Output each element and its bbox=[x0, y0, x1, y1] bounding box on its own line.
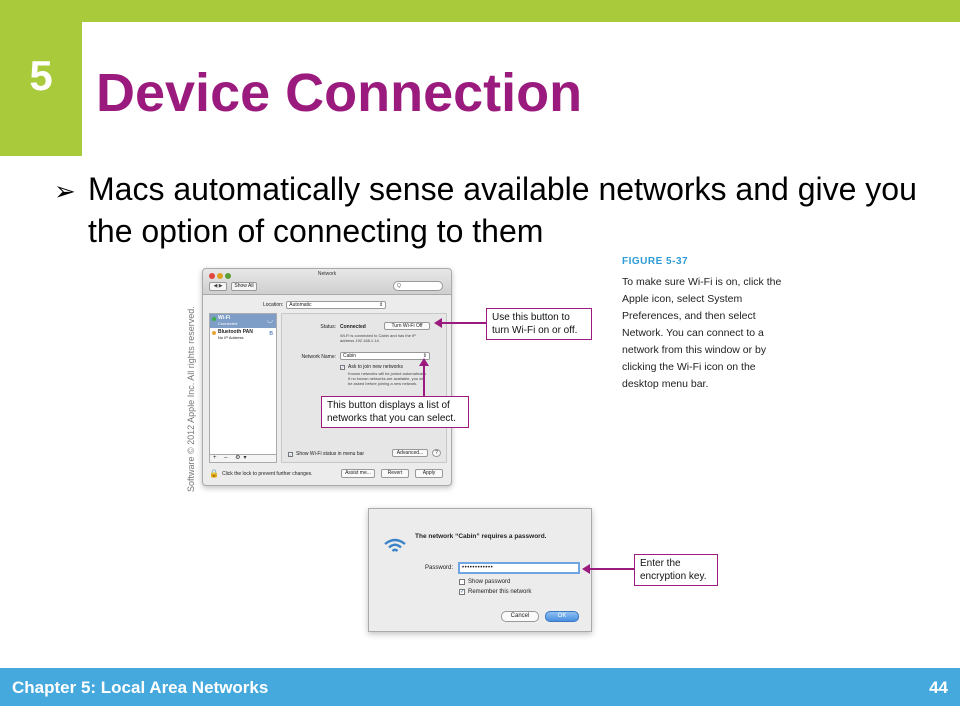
show-password-label: Show password bbox=[468, 579, 511, 585]
callout-arrow-line bbox=[440, 322, 488, 324]
window-title: Network bbox=[317, 271, 337, 277]
callout-arrowhead-icon bbox=[434, 318, 442, 328]
bluetooth-icon: ʙ bbox=[269, 330, 273, 337]
show-status-label: Show Wi-Fi status in menu bar bbox=[296, 451, 365, 457]
zoom-window-button[interactable] bbox=[225, 273, 231, 279]
show-password-checkbox[interactable] bbox=[459, 579, 465, 585]
remember-network-checkbox[interactable]: ✓ bbox=[459, 589, 465, 595]
ask-join-note: Known networks will be joined automatica… bbox=[348, 371, 427, 386]
remember-network-label: Remember this network bbox=[468, 589, 532, 595]
location-row: Location: Automatic ⇕ bbox=[263, 301, 387, 309]
location-select[interactable]: Automatic ⇕ bbox=[286, 301, 387, 309]
footer-bar: Chapter 5: Local Area Networks 44 bbox=[0, 668, 960, 706]
show-status-checkbox[interactable]: ✓ bbox=[288, 452, 293, 457]
service-status: No IP Address bbox=[218, 335, 244, 340]
apply-button[interactable]: Apply bbox=[415, 469, 443, 478]
status-value: Connected bbox=[340, 324, 366, 330]
network-name-label: Network Name: bbox=[301, 354, 336, 360]
service-list: Wi-Fi Connected ◡ Bluetooth PAN No IP Ad… bbox=[209, 313, 277, 455]
search-input[interactable]: Q bbox=[393, 281, 443, 291]
back-forward-buttons[interactable]: ◀ ▶ bbox=[209, 282, 227, 291]
chapter-number: 5 bbox=[29, 52, 53, 99]
lock-row: 🔒 Click the lock to prevent further chan… bbox=[209, 469, 313, 478]
chapter-block: 5 bbox=[0, 22, 82, 156]
dialog-title: The network “Cabin” requires a password. bbox=[415, 533, 547, 540]
service-name: Bluetooth PAN bbox=[218, 329, 253, 335]
wifi-icon: ◡ bbox=[266, 317, 273, 324]
status-dot-icon bbox=[212, 331, 216, 335]
password-dialog: The network “Cabin” requires a password.… bbox=[368, 508, 592, 632]
window-titlebar: Network ◀ ▶ Show All Q bbox=[203, 269, 451, 295]
show-all-button[interactable]: Show All bbox=[231, 282, 257, 291]
callout-arrow-line bbox=[423, 364, 425, 396]
service-item-bluetooth[interactable]: Bluetooth PAN No IP Address ʙ bbox=[210, 328, 276, 342]
top-accent-bar bbox=[0, 0, 960, 22]
select-caret-icon: ⇕ bbox=[379, 302, 384, 308]
callout-arrowhead-icon bbox=[419, 358, 429, 366]
footer-chapter: Chapter 5: Local Area Networks bbox=[12, 678, 269, 697]
slide-title: Device Connection bbox=[96, 63, 583, 123]
service-add-remove-buttons[interactable]: + – ⚙▾ bbox=[209, 455, 277, 463]
network-name-select[interactable]: Cabin ⇕ bbox=[340, 352, 430, 360]
select-caret-icon: ⇕ bbox=[422, 353, 427, 359]
callout-arrowhead-icon bbox=[582, 564, 590, 574]
status-dot-icon bbox=[212, 317, 216, 321]
revert-button[interactable]: Revert bbox=[381, 469, 409, 478]
remember-network-row: ✓ Remember this network bbox=[459, 589, 531, 595]
close-window-button[interactable] bbox=[209, 273, 215, 279]
status-note: Wi-Fi is connected to Cabin and has the … bbox=[340, 333, 416, 343]
minimize-window-button[interactable] bbox=[217, 273, 223, 279]
service-detail-pane: Status: Connected Turn Wi-Fi Off Wi-Fi i… bbox=[281, 313, 447, 463]
location-value: Automatic bbox=[289, 302, 312, 308]
copyright-text: Software © 2012 Apple Inc. All rights re… bbox=[186, 306, 196, 492]
ok-button[interactable]: OK bbox=[545, 611, 579, 622]
turn-wifi-off-button[interactable]: Turn Wi-Fi Off bbox=[384, 322, 430, 330]
bullet-text: Macs automatically sense available netwo… bbox=[88, 171, 917, 249]
password-input[interactable]: •••••••••••• bbox=[458, 562, 580, 574]
callout-encryption: Enter the encryption key. bbox=[634, 554, 718, 586]
network-preferences-window: Network ◀ ▶ Show All Q Location: Automat… bbox=[202, 268, 452, 486]
password-label: Password: bbox=[425, 565, 454, 571]
show-password-row: Show password bbox=[459, 579, 510, 585]
ask-join-checkbox[interactable]: ✓ bbox=[340, 365, 345, 370]
network-name-value: Cabin bbox=[343, 353, 357, 359]
status-label: Status: bbox=[320, 324, 336, 330]
lock-icon[interactable]: 🔒 bbox=[209, 469, 219, 478]
service-item-wifi[interactable]: Wi-Fi Connected ◡ bbox=[210, 314, 276, 328]
figure-label: FIGURE 5-37 bbox=[622, 256, 689, 267]
help-button[interactable]: ? bbox=[432, 449, 441, 457]
figure-caption: To make sure Wi-Fi is on, click the Appl… bbox=[622, 276, 782, 390]
lock-text: Click the lock to prevent further change… bbox=[221, 470, 313, 477]
service-name: Wi-Fi bbox=[218, 315, 231, 321]
page-number: 44 bbox=[929, 678, 948, 697]
callout-network-list: This button displays a list of networks … bbox=[321, 396, 469, 428]
advanced-button[interactable]: Advanced... bbox=[392, 449, 428, 457]
bullet-arrow-icon: ➢ bbox=[54, 176, 76, 206]
bullet-item: ➢ Macs automatically sense available net… bbox=[54, 168, 924, 252]
callout-turn-wifi: Use this button to turn Wi-Fi on or off. bbox=[486, 308, 592, 340]
service-status: Connected bbox=[218, 321, 238, 326]
ask-join-label: Ask to join new networks bbox=[348, 364, 404, 370]
assist-me-button[interactable]: Assist me... bbox=[341, 469, 375, 478]
cancel-button[interactable]: Cancel bbox=[501, 611, 539, 622]
callout-arrow-line bbox=[588, 568, 636, 570]
wifi-icon bbox=[383, 537, 407, 561]
location-label: Location: bbox=[263, 302, 284, 308]
